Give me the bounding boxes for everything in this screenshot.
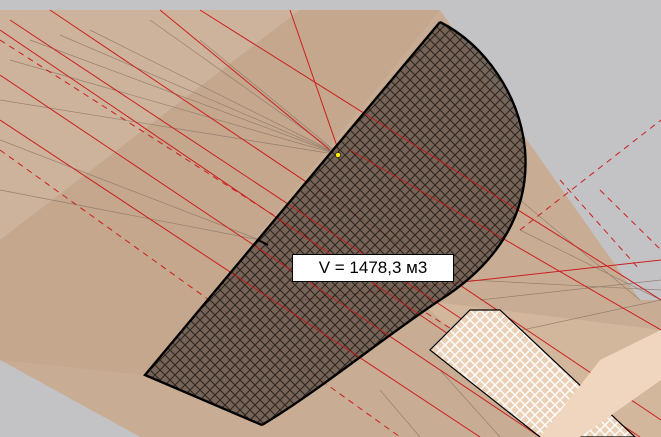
excavation-area[interactable]: [145, 22, 526, 425]
ramp-edge: [540, 330, 661, 437]
selected-point-marker[interactable]: [335, 152, 341, 158]
chord-notch: [257, 239, 269, 246]
slope-rays: [0, 19, 661, 437]
excavation-chord-outline: [143, 21, 441, 427]
background-bottom-left: [0, 360, 140, 437]
volume-label: V = 1478,3 м3: [292, 254, 454, 282]
excavation-arc-outline: [261, 20, 527, 427]
ground-slope: [0, 10, 440, 375]
